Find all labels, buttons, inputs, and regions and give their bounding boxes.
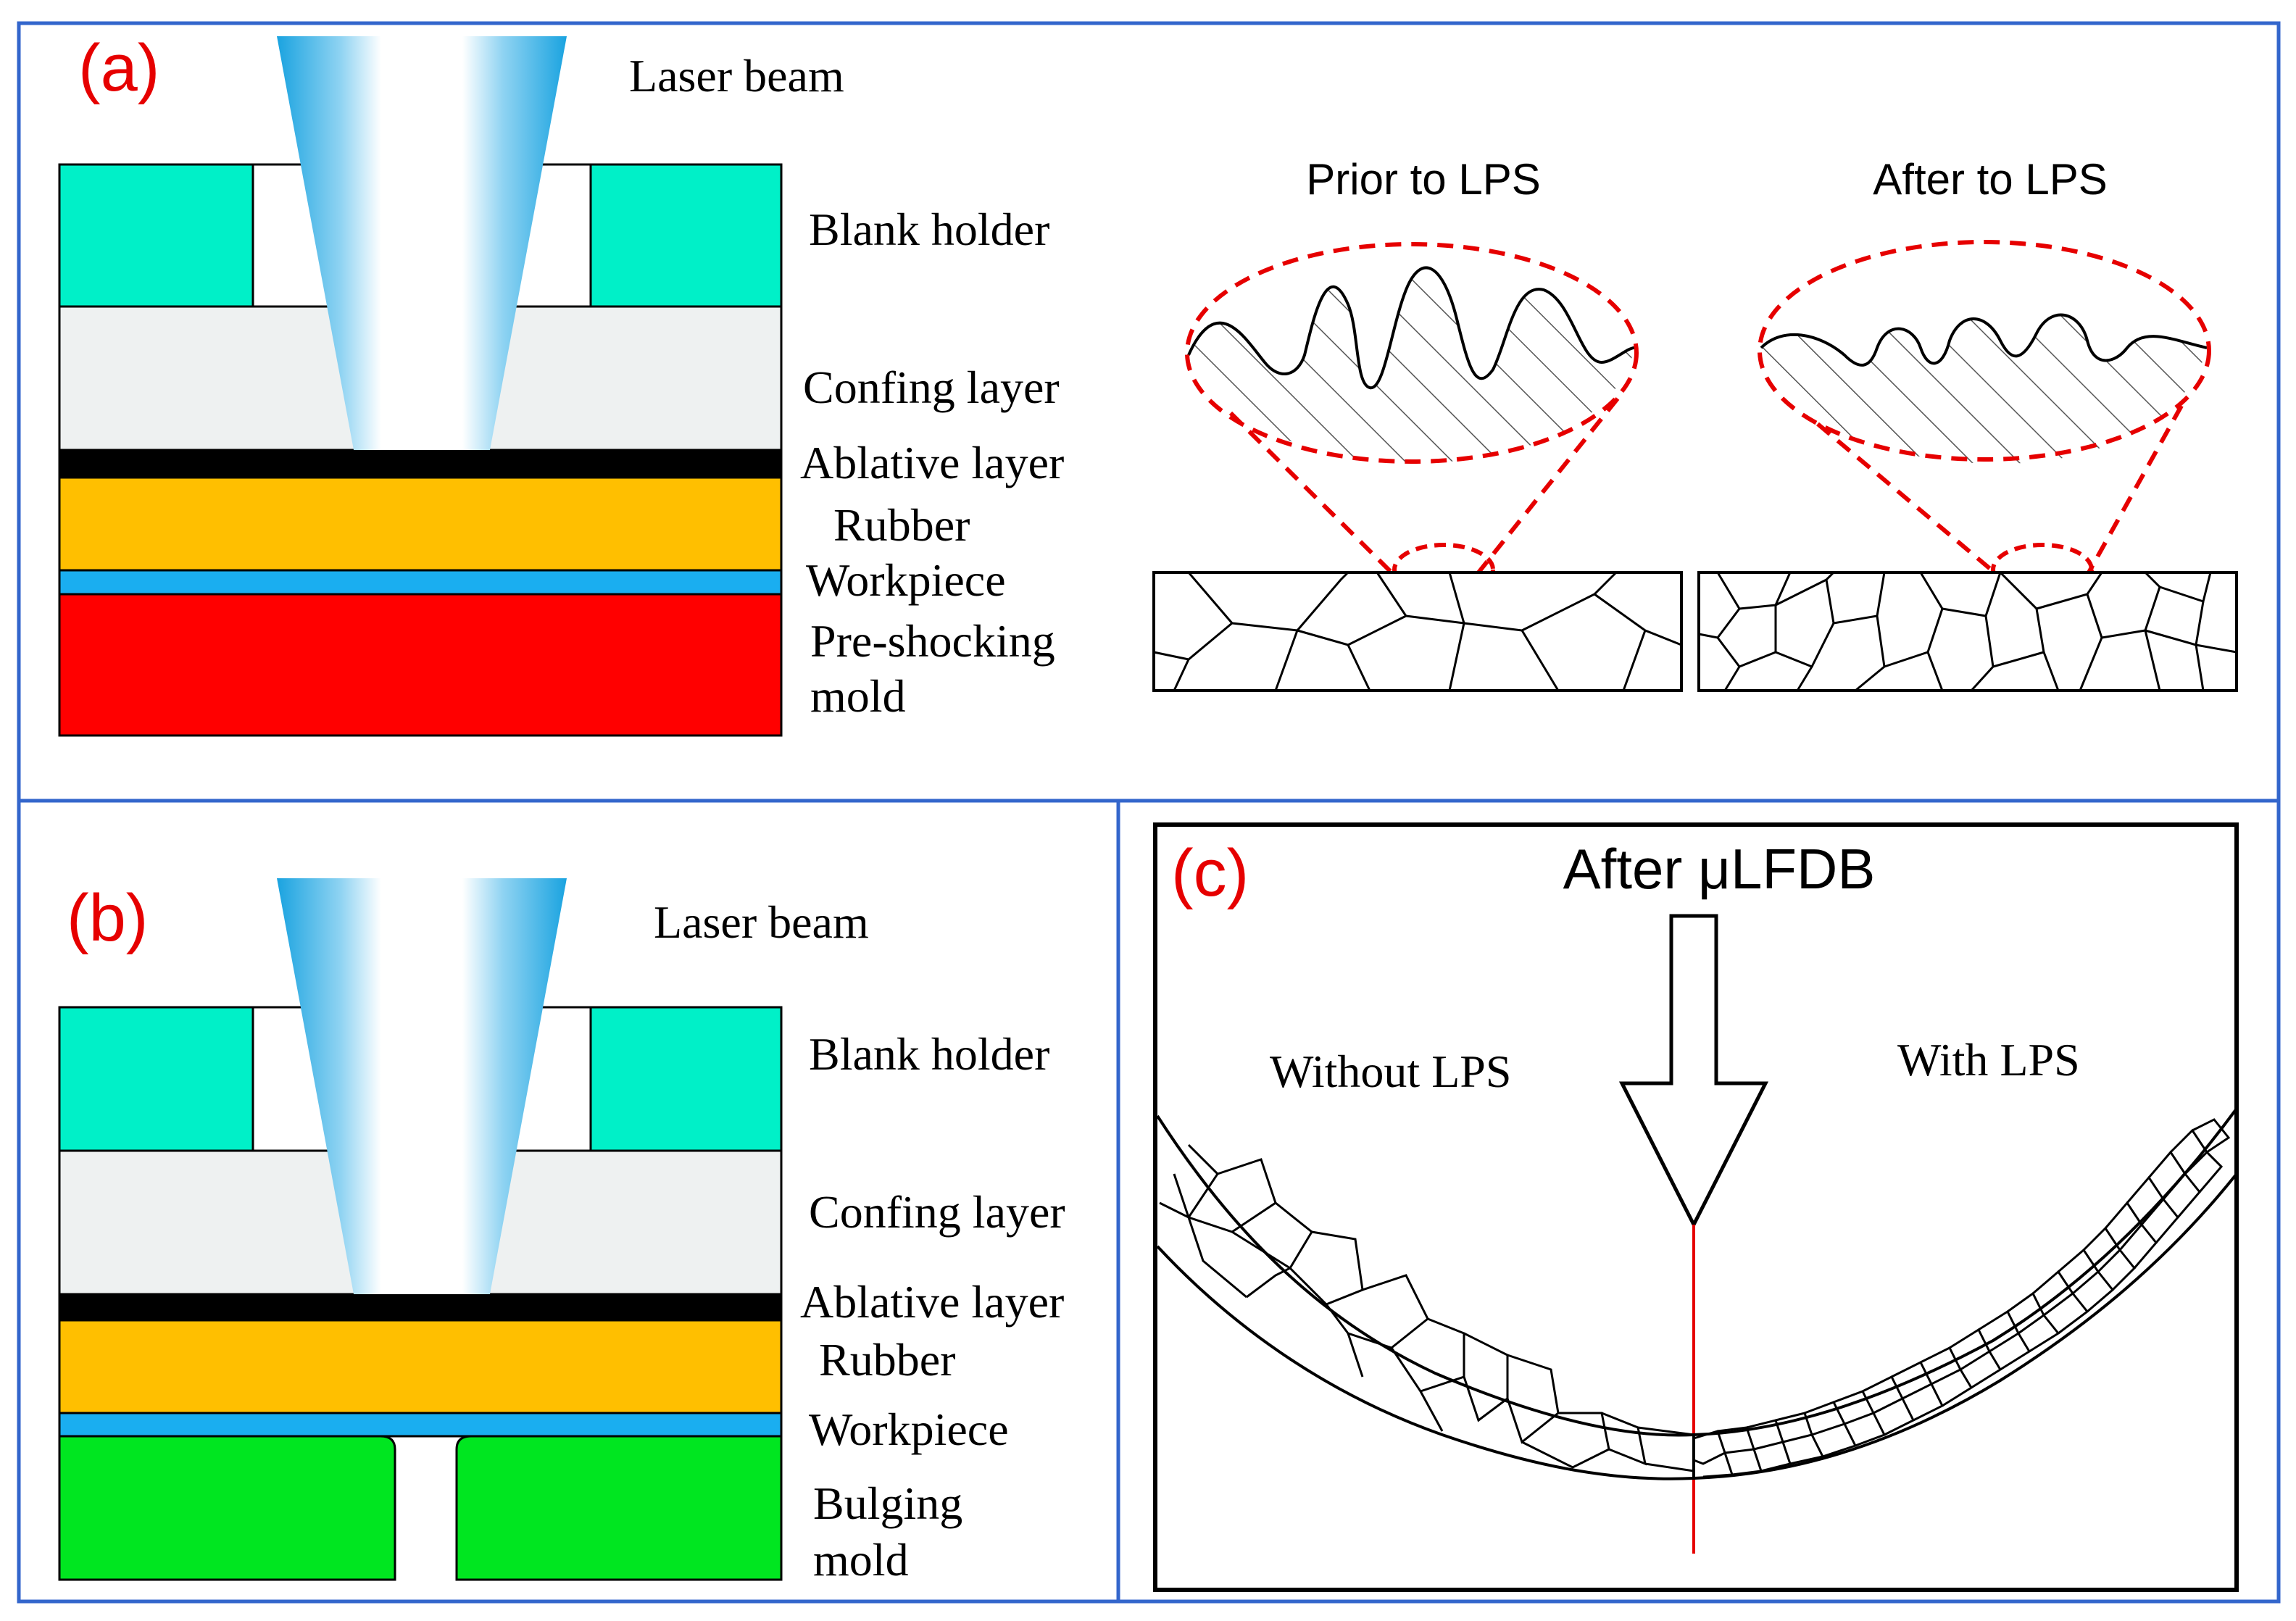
- prior-rough-profile: [1187, 266, 1635, 390]
- workpiece-layer: [58, 569, 783, 596]
- blank-holder-left: [58, 1006, 254, 1152]
- panel-a-letter: (a): [78, 31, 159, 105]
- blank-holder-left: [58, 163, 254, 308]
- label-workpiece: Workpiece: [806, 554, 1006, 606]
- label-blank-holder: Blank holder: [809, 1028, 1049, 1080]
- prior-hatched-surface: [1189, 267, 1634, 463]
- laser-beam: [277, 36, 567, 450]
- blank-holder-right: [589, 1006, 783, 1152]
- blank-holder-right: [589, 163, 783, 308]
- bulging-mold-right: [455, 1435, 783, 1581]
- bent-workpiece-right: [1693, 1104, 2238, 1480]
- coarse-grains: [1159, 1143, 1695, 1472]
- after-grain-boundaries: [1698, 571, 2237, 692]
- label-mold-line1: Bulging: [813, 1478, 962, 1529]
- rubber-layer: [58, 476, 783, 572]
- ablative-layer: [58, 449, 783, 479]
- panel-c-letter: (c): [1171, 836, 1249, 910]
- ablative-layer: [58, 1293, 783, 1322]
- workpiece-layer: [58, 1412, 783, 1438]
- rubber-layer: [58, 1319, 783, 1414]
- prior-grain-block: [1152, 571, 1683, 692]
- label-mold-line2: mold: [813, 1534, 909, 1585]
- pre-shocking-mold: [58, 593, 783, 737]
- label-laser-beam: Laser beam: [629, 50, 844, 101]
- label-rubber: Rubber: [833, 499, 970, 551]
- prior-zoom-ellipse: [1185, 242, 1639, 464]
- panel-b-letter: (b): [67, 881, 148, 955]
- label-prior-to-lps: Prior to LPS: [1306, 155, 1540, 204]
- down-arrow: [1618, 914, 1769, 1229]
- after-to-lps-illustration: After to LPS: [1697, 155, 2238, 692]
- label-ablative-layer: Ablative layer: [800, 1276, 1064, 1328]
- prior-zoom-line-left: [1228, 411, 1394, 575]
- panel-c: (c) After μLFDB Without LPS With LPS: [1153, 822, 2239, 1592]
- after-zoom-line-left: [1816, 422, 1996, 575]
- label-workpiece: Workpiece: [809, 1404, 1009, 1455]
- label-rubber: Rubber: [819, 1334, 955, 1385]
- panel-a: (a) Laser beam Blank holder Confing laye…: [58, 31, 2238, 737]
- label-laser-beam: Laser beam: [654, 896, 869, 948]
- panel-b: (b) Laser beam Blank holder Confing laye…: [58, 878, 1065, 1585]
- panel-c-title: After μLFDB: [1563, 837, 1876, 901]
- label-confining-layer: Confing layer: [809, 1186, 1065, 1238]
- laser-beam: [277, 878, 567, 1294]
- label-after-to-lps: After to LPS: [1873, 155, 2108, 204]
- frame: [17, 21, 2281, 1604]
- after-rough-profile: [1760, 313, 2208, 367]
- label-confining-layer: Confing layer: [803, 362, 1060, 413]
- after-zoom-ellipse: [1758, 240, 2211, 462]
- label-ablative-layer: Ablative layer: [800, 437, 1064, 488]
- bulging-mold-left: [58, 1435, 396, 1581]
- after-zoom-line-right: [2087, 404, 2184, 574]
- label-mold-line1: Pre-shocking: [810, 615, 1055, 667]
- label-blank-holder: Blank holder: [809, 204, 1049, 255]
- prior-to-lps-illustration: Prior to LPS: [1152, 155, 1683, 692]
- label-mold-line2: mold: [810, 670, 906, 722]
- label-with-lps: With LPS: [1897, 1034, 2080, 1085]
- prior-grain-boundaries: [1153, 571, 1682, 691]
- label-without-lps: Without LPS: [1270, 1046, 1511, 1097]
- fine-grains: [1693, 1118, 2231, 1478]
- prior-zoom-line-right: [1476, 397, 1620, 574]
- after-hatched-surface: [1761, 314, 2207, 464]
